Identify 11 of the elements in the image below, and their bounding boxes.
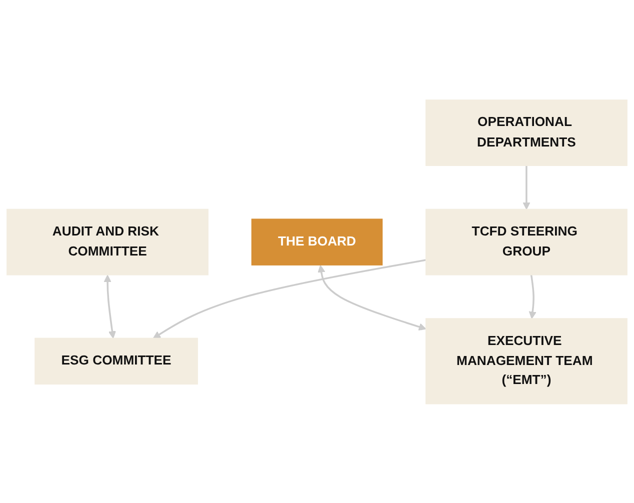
arrow — [152, 258, 426, 338]
node-box: ESG COMMITTEE — [34, 337, 198, 384]
arrow — [528, 274, 536, 318]
arrow — [104, 274, 116, 338]
arrow — [522, 165, 530, 210]
node-box: AUDIT AND RISK COMMITTEE — [6, 208, 209, 275]
arrow — [318, 264, 426, 330]
node-box: EXECUTIVE MANAGEMENT TEAM (“EMT”) — [425, 318, 628, 404]
node-box: THE BOARD — [251, 218, 383, 266]
node-box: OPERATIONAL DEPARTMENTS — [425, 99, 628, 166]
node-box: TCFD STEERING GROUP — [425, 208, 628, 275]
